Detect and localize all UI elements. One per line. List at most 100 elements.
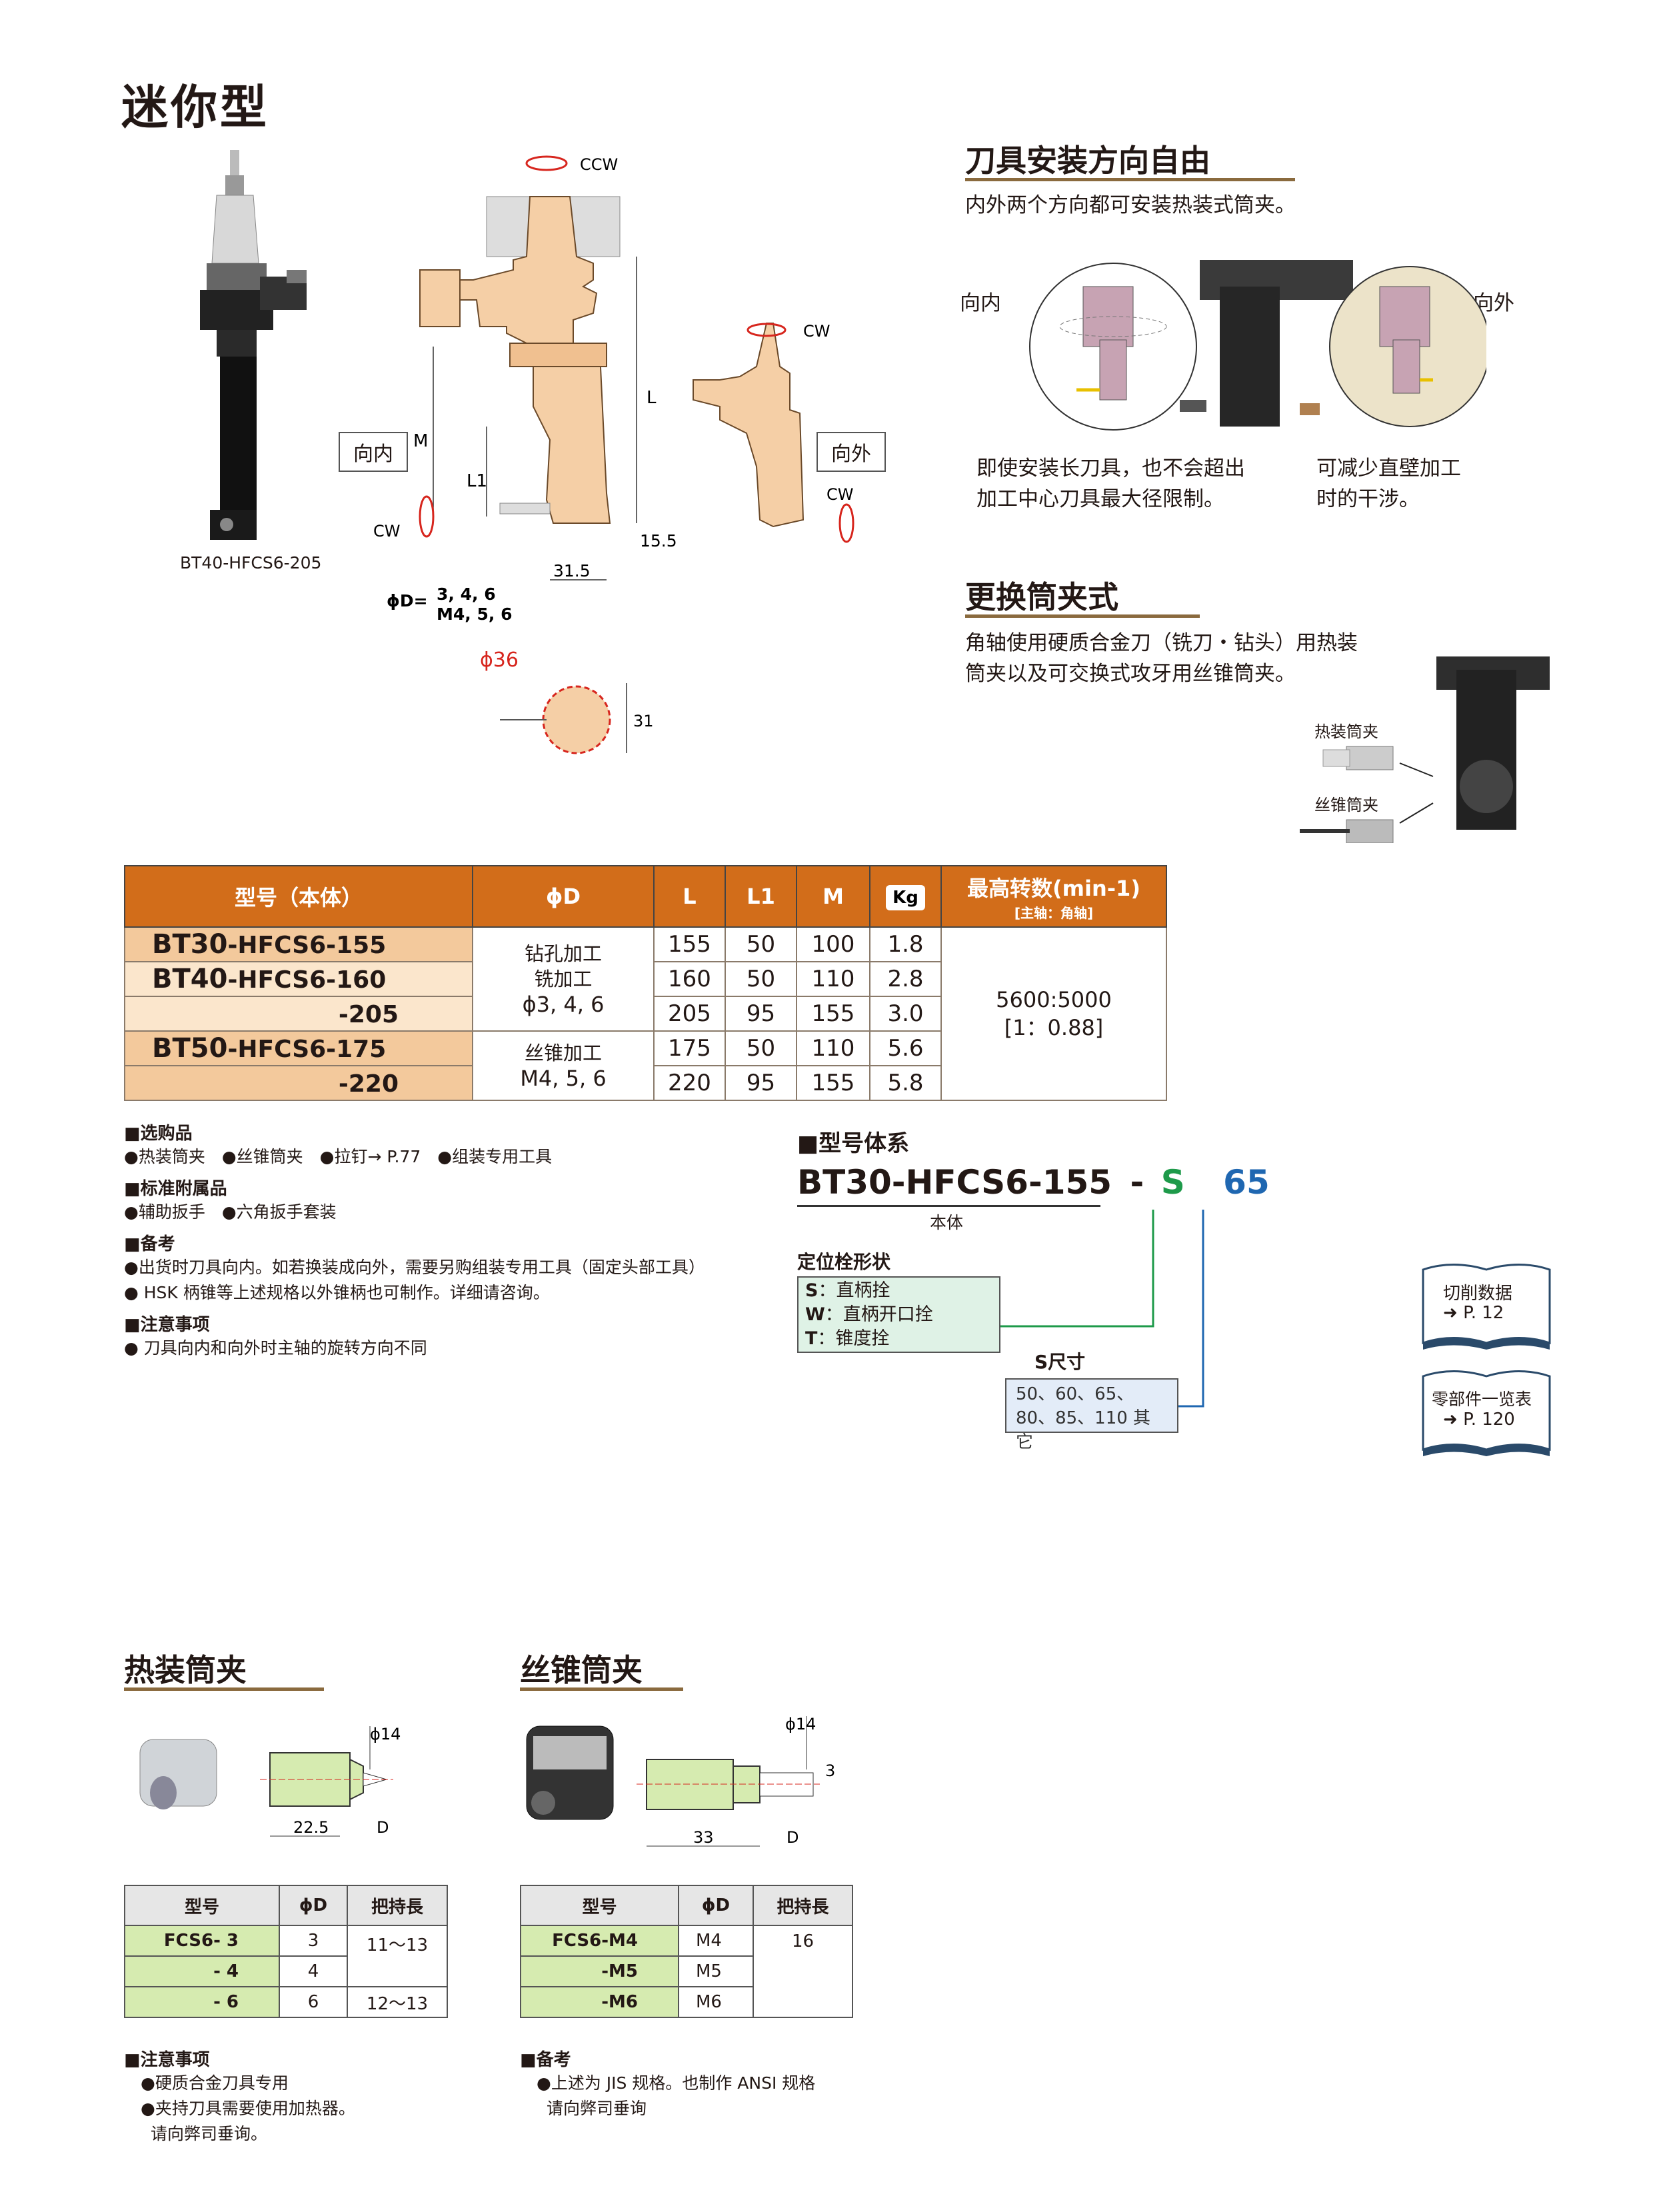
- cell-kg: 1.8: [869, 926, 942, 962]
- shrink-note-1: ●硬质合金刀具专用: [141, 2073, 289, 2093]
- size-box: 50、60、65、 80、85、110 其它: [1005, 1378, 1178, 1452]
- cell-kg: 5.6: [869, 1030, 942, 1066]
- ref-cutting-page: ➜ P. 12: [1443, 1303, 1504, 1323]
- size-line-2: 80、85、110 其它: [1016, 1408, 1151, 1452]
- header-l: L: [653, 865, 726, 928]
- shrink-d-cell: 3: [279, 1925, 348, 1957]
- header-phid: ϕD: [472, 865, 655, 928]
- direction-caption-right-2: 时的干涉。: [1316, 487, 1420, 511]
- table-row: - 4 4: [124, 1955, 447, 1987]
- shank-box: S：直柄拴 W：直柄开口拴 T：锥度拴: [797, 1276, 1000, 1353]
- dim-phid-values-1: 3, 4, 6: [437, 584, 496, 604]
- technical-diagram: CCW L M L1 15.5 31.5 CW ϕD= 3, 4, 6 M4, …: [373, 155, 854, 754]
- cell-m: 100: [796, 926, 870, 962]
- direction-illustration: [1029, 260, 1486, 431]
- cell-m: 155: [796, 996, 870, 1032]
- tap-collet-underline: [520, 1687, 683, 1691]
- tap-dim-33: 33: [693, 1828, 714, 1847]
- tap-note-title: ■备考: [520, 2050, 571, 2070]
- arrow-right-icon: ➜: [1443, 1410, 1464, 1430]
- speed-cell: 5600:5000 [1：0.88]: [940, 926, 1167, 1101]
- shrink-d-cell: 4: [279, 1955, 348, 1987]
- shrink-d-cell: 6: [279, 1986, 348, 2018]
- collet-illustration: [1300, 656, 1550, 843]
- table-row: -205 205 95 155 3.0: [124, 996, 1166, 1032]
- model-connector-lines: [1000, 1210, 1204, 1408]
- collet-title-underline: [965, 614, 1200, 618]
- cell-kg: 2.8: [869, 961, 942, 997]
- cell-l: 175: [653, 1030, 726, 1066]
- tap-collet-drawing: ϕ14 3 33 D: [526, 1715, 835, 1847]
- label-tap-collet: 丝锥筒夹: [1314, 796, 1378, 814]
- weight-icon: Kg: [886, 884, 925, 910]
- model-system-title: ■型号体系: [797, 1130, 910, 1157]
- open-book-icon: [1422, 1370, 1551, 1456]
- direction-title-underline: [965, 178, 1295, 181]
- model-code-num: 65: [1223, 1163, 1270, 1202]
- tap-d-cell: M5: [678, 1955, 754, 1987]
- remarks-1: ●出货时刀具向内。如若换装成向外，需要另购组装专用工具（固定头部工具）: [124, 1258, 705, 1277]
- product-photo: [200, 150, 307, 540]
- dim-phid: ϕD=: [387, 591, 428, 610]
- shrink-notes: ■注意事项 ●硬质合金刀具专用 ●夹持刀具需要使用加热器。 请向弊司垂询。: [124, 2046, 355, 2147]
- model-dash: -: [1130, 1163, 1144, 1202]
- cell-l: 220: [653, 1065, 726, 1101]
- shrink-dim-22-5: 22.5: [293, 1818, 329, 1837]
- table-row: - 6 6 12～13: [124, 1986, 448, 2018]
- shank-title: 定位栓形状: [797, 1251, 891, 1273]
- direction-title: 刀具安装方向自由: [965, 143, 1210, 179]
- tap-grip-cell: 16: [753, 1925, 853, 2018]
- cell-kg: 3.0: [869, 996, 942, 1032]
- shank-w: W：直柄开口拴: [805, 1304, 933, 1325]
- shank-s: S：直柄拴: [805, 1280, 890, 1301]
- tap-d-cell: M4: [678, 1925, 754, 1957]
- label-inward: 向内: [339, 432, 408, 472]
- table-row: BT40-HFCS6-160 160 50 110 2.8: [124, 961, 1166, 997]
- tap-dim-3: 3: [825, 1761, 835, 1780]
- main-spec-table: 型号（本体） ϕD L L1 M Kg 最高转数(min-1) [主轴：角轴] …: [124, 865, 1167, 1101]
- tap-model-cell: FCS6-M4: [520, 1925, 679, 1957]
- dim-phid-values-2: M4, 5, 6: [437, 604, 512, 624]
- ref-parts-list[interactable]: 零部件一览表 ➜ P. 120: [1420, 1366, 1553, 1460]
- collet-text-2: 筒夹以及可交换式攻牙用丝锥筒夹。: [965, 662, 1296, 686]
- tap-collet-title: 丝锥筒夹: [520, 1652, 643, 1688]
- cw-right-label: CW: [826, 485, 854, 504]
- tap-model-cell: -M6: [520, 1986, 679, 2018]
- tap-header-d: ϕD: [678, 1885, 754, 1926]
- notes-block: ■选购品 ●热装筒夹 ●丝锥筒夹 ●拉钉→ P.77 ●组装专用工具 ■标准附属…: [124, 1120, 791, 1361]
- shrink-note-3: 请向弊司垂询。: [151, 2124, 268, 2143]
- model-base-underline: [797, 1205, 1100, 1207]
- header-speed-line2: [主轴：角轴]: [1014, 904, 1094, 921]
- header-model: 型号（本体）: [124, 865, 473, 928]
- shrink-note-2: ●夹持刀具需要使用加热器。: [141, 2099, 355, 2118]
- remarks-2: ● HSK 柄锥等上述规格以外锥柄也可制作。详细请咨询。: [124, 1283, 550, 1302]
- model-cell: BT40-HFCS6-160: [124, 961, 473, 997]
- direction-caption-left-1: 即使安装长刀具，也不会超出: [976, 457, 1245, 481]
- shrink-collet-underline: [124, 1687, 324, 1691]
- tap-dim-phi14: ϕ14: [785, 1715, 816, 1733]
- shrink-dim-phi14: ϕ14: [370, 1725, 401, 1743]
- label-shrink-collet: 热装筒夹: [1314, 722, 1378, 741]
- direction-text: 内外两个方向都可安装热装式筒夹。: [965, 193, 1296, 217]
- phid-drill-cell: 钻孔加工 铣加工 ϕ3, 4, 6: [472, 926, 655, 1032]
- standard-title: ■标准附属品: [124, 1179, 227, 1199]
- cell-l: 155: [653, 926, 726, 962]
- label-outward: 向外: [817, 432, 886, 472]
- tap-header-grip: 把持長: [753, 1885, 853, 1926]
- caution-title: ■注意事项: [124, 1315, 210, 1335]
- cell-kg: 5.8: [869, 1065, 942, 1101]
- dim-m: M: [413, 431, 428, 451]
- cell-m: 110: [796, 1030, 870, 1066]
- ref-cutting-data[interactable]: 切削数据 ➜ P. 12: [1420, 1260, 1553, 1353]
- product-photo-caption: BT40-HFCS6-205: [180, 553, 322, 572]
- shrink-header-d: ϕD: [279, 1885, 348, 1926]
- header-l1: L1: [725, 865, 797, 928]
- tap-collet-table: 型号 ϕD 把持長 FCS6-M4 M4 16 -M5 M5 -M6 M6: [520, 1885, 853, 2018]
- tap-note-1: ●上述为 JIS 规格。也制作 ANSI 规格: [537, 2073, 816, 2093]
- header-m: M: [796, 865, 870, 928]
- shrink-dim-d: D: [377, 1818, 389, 1837]
- shrink-header-model: 型号: [124, 1885, 280, 1926]
- tap-dim-d: D: [787, 1828, 799, 1847]
- collet-text-1: 角轴使用硬质合金刀（铣刀・钻头）用热装: [965, 631, 1358, 655]
- table-row: -M5 M5: [520, 1955, 852, 1987]
